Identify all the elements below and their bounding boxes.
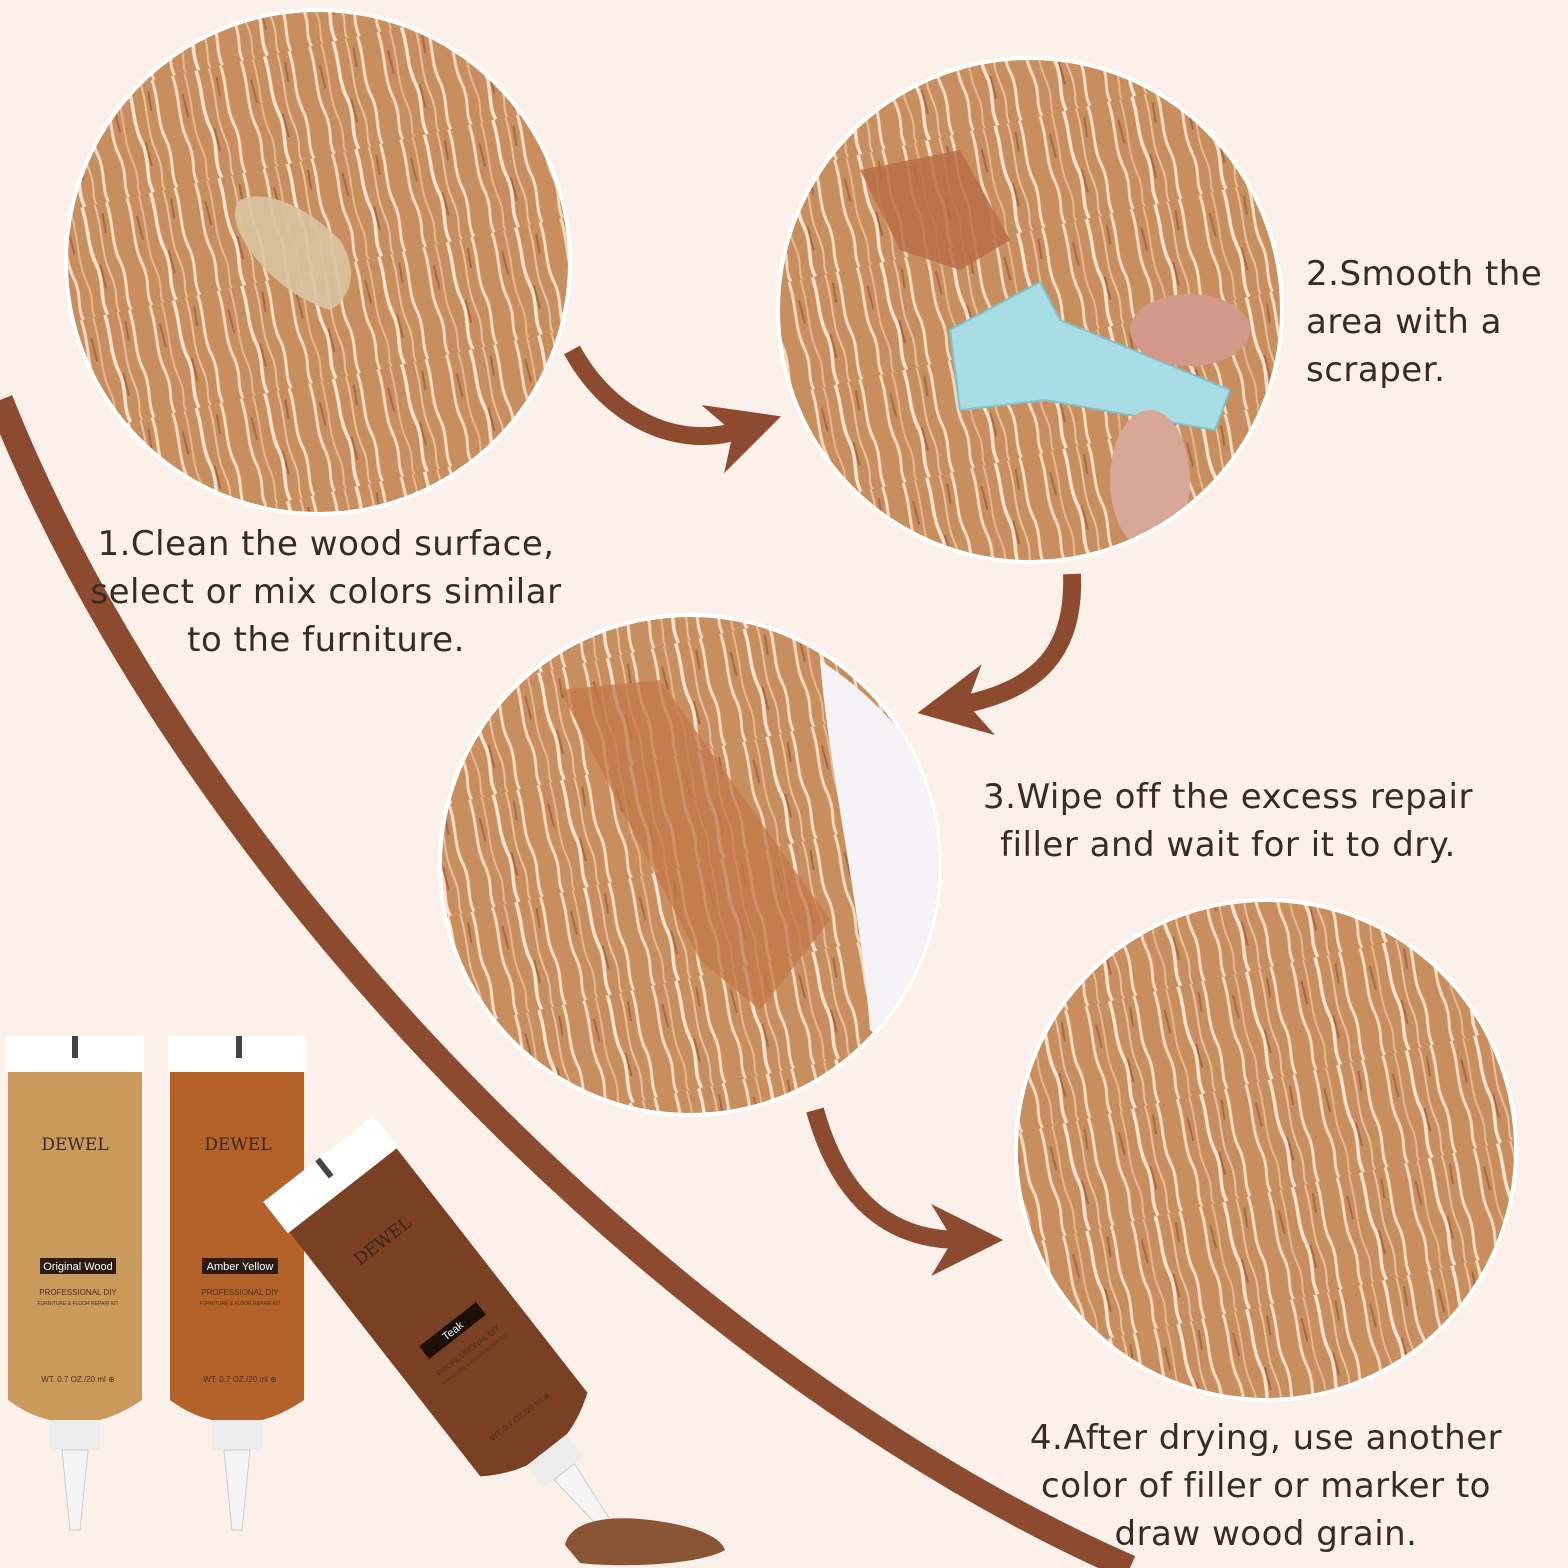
product-color-name: Amber Yellow: [207, 1261, 274, 1273]
wiped-filler: [560, 680, 830, 1010]
step-1-line-2: select or mix colors similar: [90, 572, 562, 612]
product-tube-teak: DEWEL Teak PROFESSIONAL DIY FURNITURE & …: [263, 1115, 620, 1541]
arrow-2-to-3: [917, 573, 1082, 736]
step-1-line-3: to the furniture.: [187, 620, 465, 660]
arrow-1-to-2: [564, 345, 781, 474]
svg-text:WT. 0.7 OZ./20 ml ⊕: WT. 0.7 OZ./20 ml ⊕: [203, 1375, 276, 1384]
step-2-line-3: scraper.: [1306, 350, 1446, 390]
step-4-line-1: 4.After drying, use another: [1029, 1418, 1503, 1458]
scraper-tool: [948, 280, 1232, 432]
svg-text:PROFESSIONAL DIY: PROFESSIONAL DIY: [201, 1288, 279, 1297]
step-1-image: [64, 8, 572, 516]
finger: [1130, 294, 1250, 366]
filler-blob: [565, 1518, 725, 1566]
step-2-line-1: 2.Smooth the: [1306, 254, 1543, 294]
svg-text:FURNITURE & FLOOR REPAIR KIT: FURNITURE & FLOOR REPAIR KIT: [199, 1301, 280, 1307]
product-color-name: Original Wood: [43, 1261, 113, 1273]
svg-text:WT. 0.7 OZ./20 ml ⊕: WT. 0.7 OZ./20 ml ⊕: [41, 1375, 114, 1384]
decorative-arc: [0, 395, 1136, 1568]
step-4-image: [1014, 898, 1518, 1402]
step-2-line-2: area with a: [1306, 302, 1502, 342]
step-3-line-2: filler and wait for it to dry.: [1000, 825, 1456, 865]
product-tube-amber-yellow: DEWEL Amber Yellow PROFESSIONAL DIY FURN…: [168, 1036, 306, 1531]
product-brand: DEWEL: [204, 1135, 271, 1155]
step-3-instructions: 3.Wipe off the excess repair filler and …: [980, 773, 1476, 869]
damaged-spot: [234, 196, 351, 310]
product-brand: DEWEL: [41, 1135, 108, 1155]
step-3-image: [438, 613, 942, 1117]
step-2-instructions: 2.Smooth the area with a scraper.: [1306, 250, 1542, 394]
step-1-line-1: 1.Clean the wood surface,: [97, 524, 555, 564]
step-3-line-1: 3.Wipe off the excess repair: [983, 777, 1473, 817]
step-1-instructions: 1.Clean the wood surface, select or mix …: [86, 520, 566, 664]
step-4-line-2: color of filler or marker to: [1041, 1466, 1491, 1506]
filler-patch: [860, 150, 1010, 270]
svg-text:FURNITURE & FLOOR REPAIR KIT: FURNITURE & FLOOR REPAIR KIT: [37, 1301, 118, 1307]
arrow-3-to-4: [806, 1107, 1004, 1276]
svg-text:PROFESSIONAL DIY: PROFESSIONAL DIY: [39, 1288, 117, 1297]
step-2-image: [776, 56, 1284, 564]
step-4-line-3: draw wood grain.: [1114, 1514, 1418, 1554]
step-4-instructions: 4.After drying, use another color of fil…: [1026, 1414, 1506, 1558]
product-tube-original-wood: DEWEL Original Wood PROFESSIONAL DIY FUR…: [6, 1036, 144, 1531]
